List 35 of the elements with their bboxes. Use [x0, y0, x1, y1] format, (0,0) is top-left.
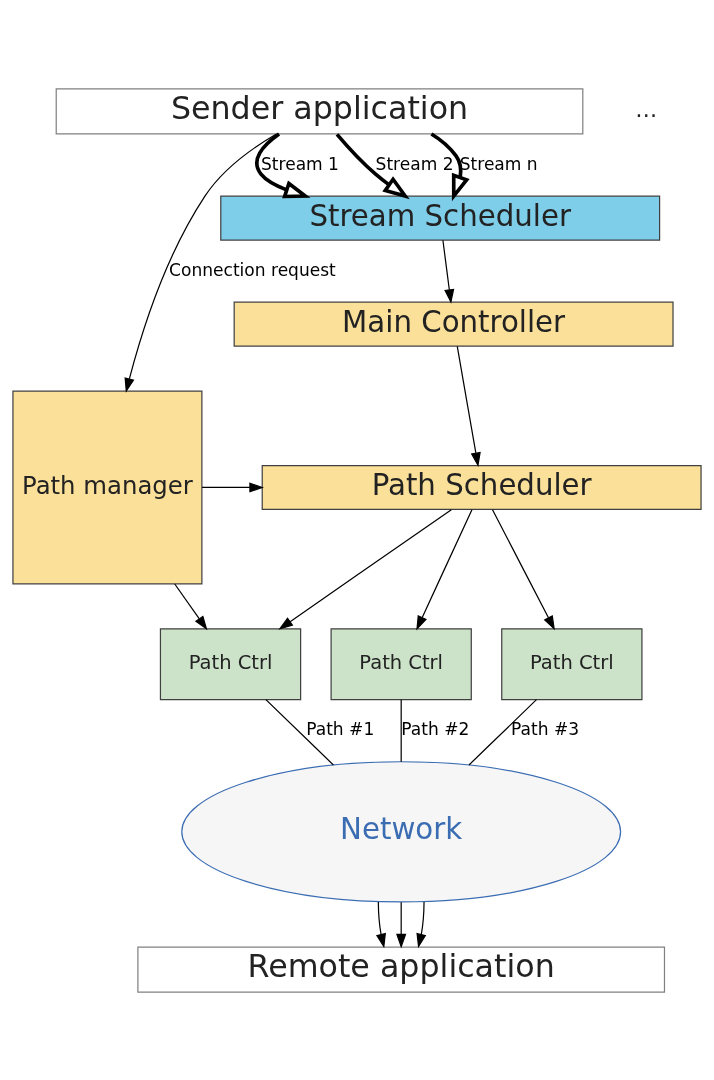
edge-label: Stream 1	[261, 153, 339, 174]
arrow	[278, 508, 452, 630]
arrow	[396, 901, 407, 948]
arrow	[201, 481, 264, 493]
edge-label: Connection request	[169, 259, 336, 280]
node-box: Sender application	[55, 87, 584, 135]
arrow	[335, 132, 410, 199]
arrow	[416, 508, 473, 630]
node-box: Path Ctrl	[501, 627, 643, 700]
arrow	[456, 345, 481, 467]
arrow	[174, 582, 208, 630]
edge-label: Path #3	[511, 718, 580, 739]
node-ellipse: Network	[181, 760, 622, 903]
edge-label: Stream n	[459, 153, 538, 174]
label: …	[635, 96, 658, 122]
edge-label: Path #1	[306, 718, 375, 739]
node-box: Path Ctrl	[159, 627, 302, 700]
arrow	[430, 131, 470, 201]
node-box: Stream Scheduler	[220, 195, 661, 241]
connector	[400, 698, 402, 762]
arrow	[255, 132, 311, 198]
node-box: Path manager	[12, 390, 203, 584]
edge-label: Stream 2	[375, 153, 454, 174]
edge-label: Path #2	[401, 718, 470, 739]
node-box: Remote application	[137, 945, 666, 993]
connector	[265, 698, 335, 766]
arrow	[416, 900, 427, 948]
node-box: Main Controller	[233, 301, 674, 347]
arrow	[375, 900, 386, 948]
node-box: Path Scheduler	[261, 464, 702, 510]
arrow	[124, 132, 277, 393]
arrow	[442, 239, 455, 304]
node-box: Path Ctrl	[330, 627, 472, 700]
connector	[468, 698, 538, 766]
arrow	[491, 508, 555, 630]
